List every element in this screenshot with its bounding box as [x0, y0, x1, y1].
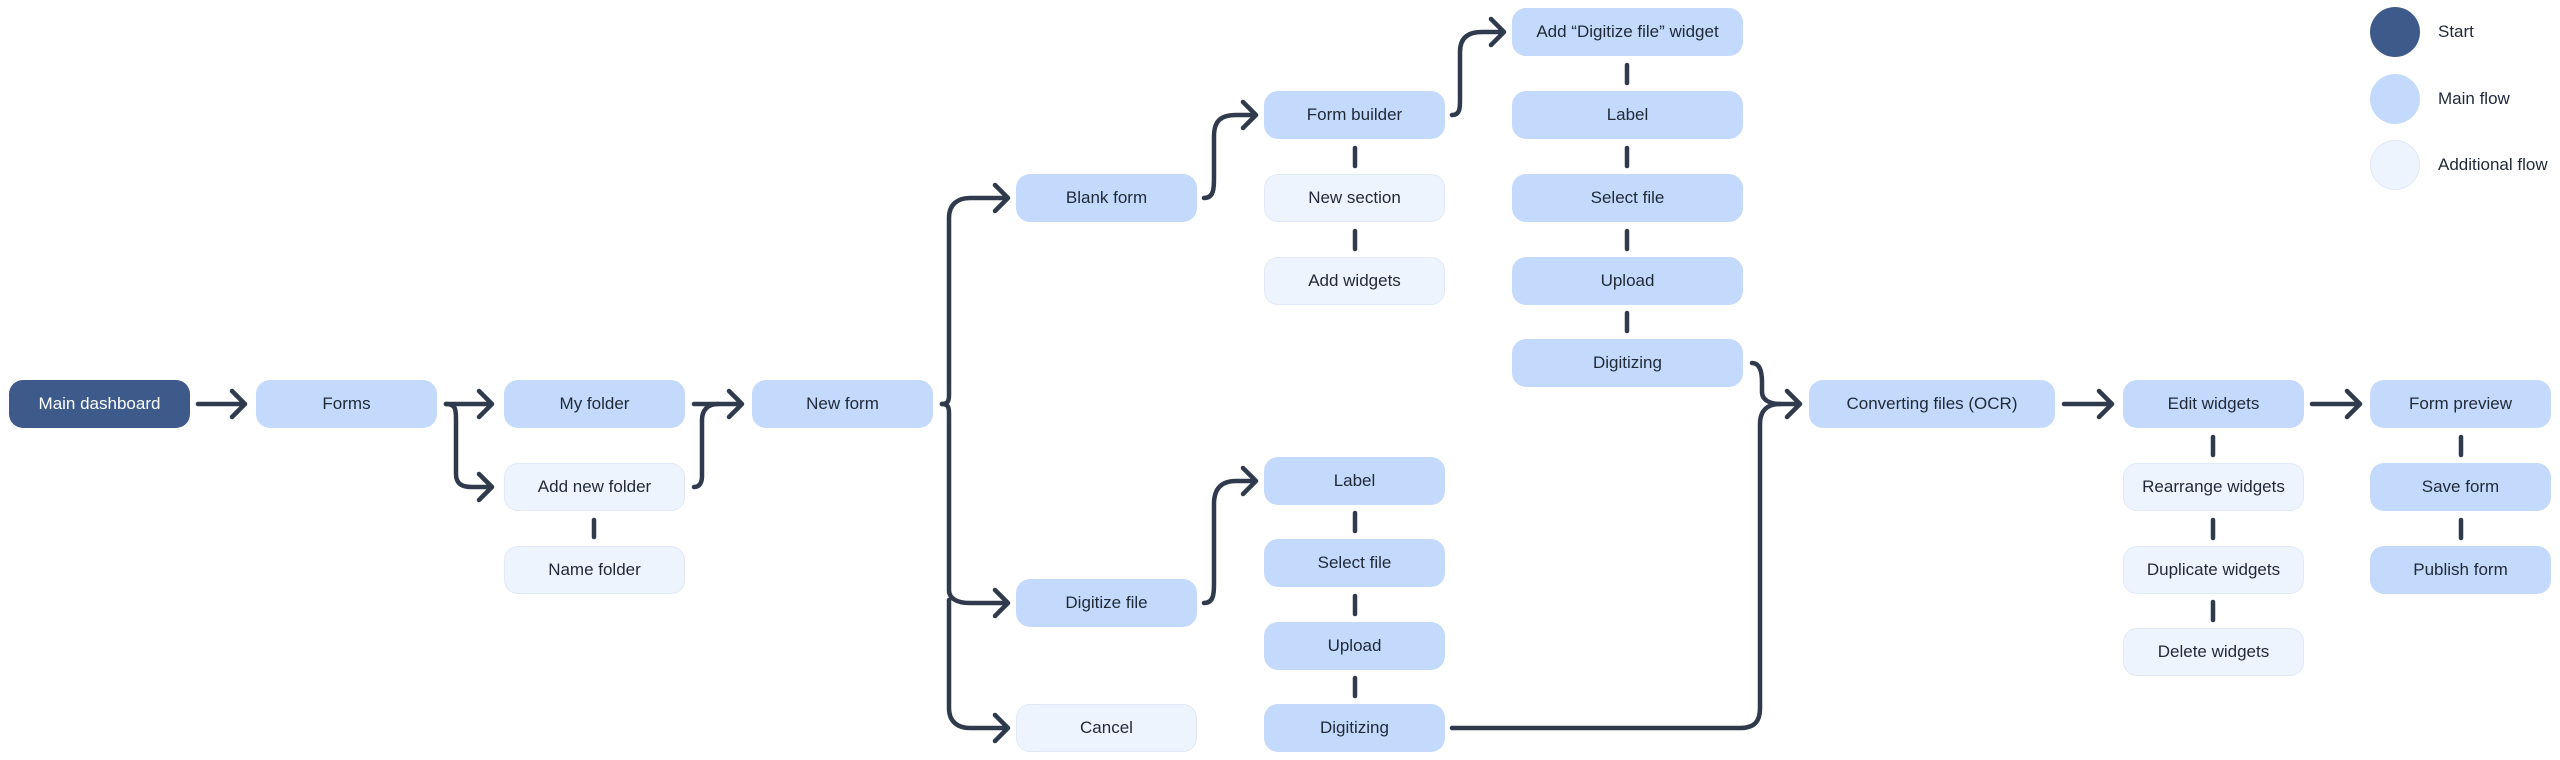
node-digitize-label: Label [1264, 457, 1445, 505]
brace-to-cancel [946, 597, 1011, 744]
arrow-blank-formbuilder [1201, 99, 1259, 201]
node-digitize-upload: Upload [1264, 622, 1445, 670]
node-my-folder: My folder [504, 380, 685, 428]
node-converting-files: Converting files (OCR) [1809, 380, 2055, 428]
node-form-builder: Form builder [1264, 91, 1445, 139]
arrow-digdigitizing-converting [1449, 401, 1783, 731]
node-widget-label: Label [1512, 91, 1743, 139]
legend-additional-flow: Additional flow [2370, 140, 2548, 190]
node-save-form: Save form [2370, 463, 2551, 511]
node-widget-select-file: Select file [1512, 174, 1743, 222]
arrow-digitize-label [1201, 465, 1259, 606]
arrow-edit-preview [2309, 388, 2363, 420]
legend-additional-label: Additional flow [2438, 155, 2548, 174]
node-widget-upload: Upload [1512, 257, 1743, 305]
node-name-folder: Name folder [504, 546, 685, 594]
node-form-preview: Form preview [2370, 380, 2551, 428]
node-add-widgets: Add widgets [1264, 257, 1445, 305]
arrow-forms-addfolder [443, 401, 495, 503]
legend-main-label: Main flow [2438, 89, 2510, 108]
legend-main-swatch [2370, 74, 2420, 124]
arrow-addfolder-newform [691, 401, 721, 490]
legend-additional-swatch [2370, 140, 2420, 190]
arrow-dashboard-forms [195, 388, 248, 420]
brace-newform-branches [939, 182, 1011, 407]
node-duplicate-widgets: Duplicate widgets [2123, 546, 2304, 594]
node-cancel: Cancel [1016, 704, 1197, 752]
node-new-form: New form [752, 380, 933, 428]
node-rearrange-widgets: Rearrange widgets [2123, 463, 2304, 511]
node-digitize-digitizing: Digitizing [1264, 704, 1445, 752]
legend-main-flow: Main flow [2370, 74, 2510, 124]
legend-start-label: Start [2438, 22, 2474, 41]
node-main-dashboard: Main dashboard [9, 380, 190, 428]
legend-start-swatch [2370, 7, 2420, 57]
node-digitize-select-file: Select file [1264, 539, 1445, 587]
node-add-new-folder: Add new folder [504, 463, 685, 511]
node-edit-widgets: Edit widgets [2123, 380, 2304, 428]
node-delete-widgets: Delete widgets [2123, 628, 2304, 676]
node-blank-form: Blank form [1016, 174, 1197, 222]
arrow-converting-edit [2061, 388, 2115, 420]
brace-to-digitize [939, 401, 1011, 619]
node-new-section: New section [1264, 174, 1445, 222]
node-publish-form: Publish form [2370, 546, 2551, 594]
node-widget-digitizing: Digitizing [1512, 339, 1743, 387]
legend-start: Start [2370, 7, 2474, 57]
arrow-formbuilder-widget [1449, 16, 1507, 118]
node-forms: Forms [256, 380, 437, 428]
node-digitize-file: Digitize file [1016, 579, 1197, 627]
node-add-digitize-widget: Add “Digitize file” widget [1512, 8, 1743, 56]
arrow-fbdigitizing-converting [1749, 360, 1803, 420]
